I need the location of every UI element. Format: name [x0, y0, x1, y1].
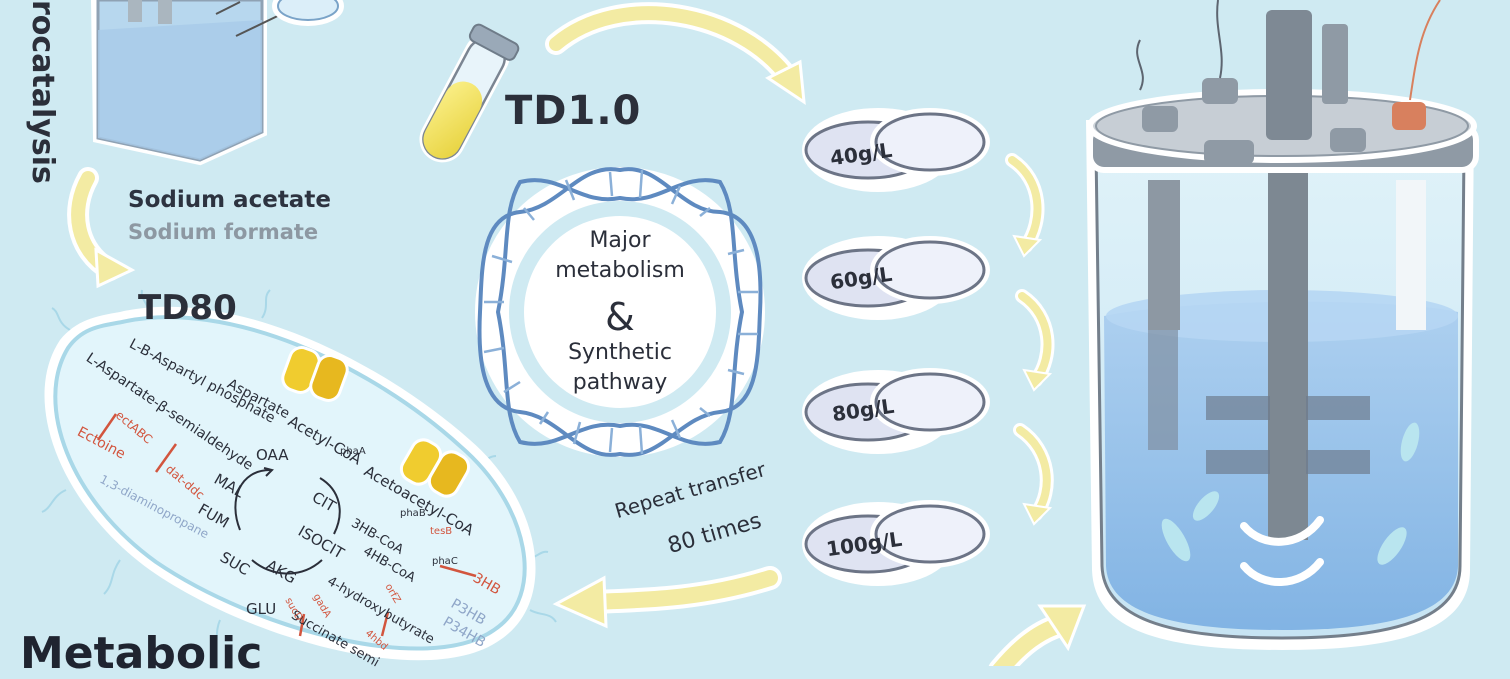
petri-plate-1 — [802, 108, 990, 192]
center-text-synthetic: Synthetic — [568, 340, 672, 365]
transporter-protein-2 — [399, 438, 471, 498]
sodium-acetate-label: Sodium acetate — [128, 187, 331, 213]
plate-step-arrows — [1005, 153, 1055, 526]
arrow-to-reactor — [988, 604, 1087, 666]
transporter-protein-1 — [281, 346, 349, 402]
center-text-metabolism: metabolism — [555, 258, 685, 283]
sodium-formate-label: Sodium formate — [128, 220, 319, 244]
photocatalyst-cloud — [272, 0, 344, 26]
petri-plate-2 — [802, 236, 990, 320]
bioreactor — [1086, 0, 1479, 650]
enzyme-tesb: tesB — [430, 526, 453, 537]
dna-ring — [475, 167, 765, 457]
tca-cycle-arrows — [234, 467, 341, 575]
td80-title: TD80 — [138, 288, 237, 328]
petri-plate-4 — [802, 500, 990, 586]
center-text-pathway: pathway — [572, 370, 668, 395]
center-text-major: Major — [589, 228, 651, 253]
enzyme-phaa: phaA — [340, 446, 366, 457]
photocatalysis-container — [90, 0, 291, 166]
td80-cell — [41, 289, 557, 661]
metabolite-oaa: OAA — [256, 446, 289, 464]
pathway-red-arrows — [96, 413, 477, 637]
enzyme-phac: phaC — [432, 556, 458, 567]
test-tube — [419, 23, 520, 163]
td10-title: TD1.0 — [505, 88, 642, 134]
photocatalysis-label: rocatalysis — [25, 0, 60, 184]
arrow-to-td80 — [67, 167, 136, 289]
enzyme-phab: phaB — [400, 508, 426, 519]
petri-plate-3 — [802, 368, 990, 454]
metabolite-glu: GLU — [246, 600, 277, 618]
arrow-to-plates — [545, 2, 806, 106]
metabolic-title-partial: Metabolic — [20, 628, 263, 679]
arrow-back-to-td80 — [552, 566, 782, 629]
center-text-ampersand: & — [605, 295, 635, 339]
